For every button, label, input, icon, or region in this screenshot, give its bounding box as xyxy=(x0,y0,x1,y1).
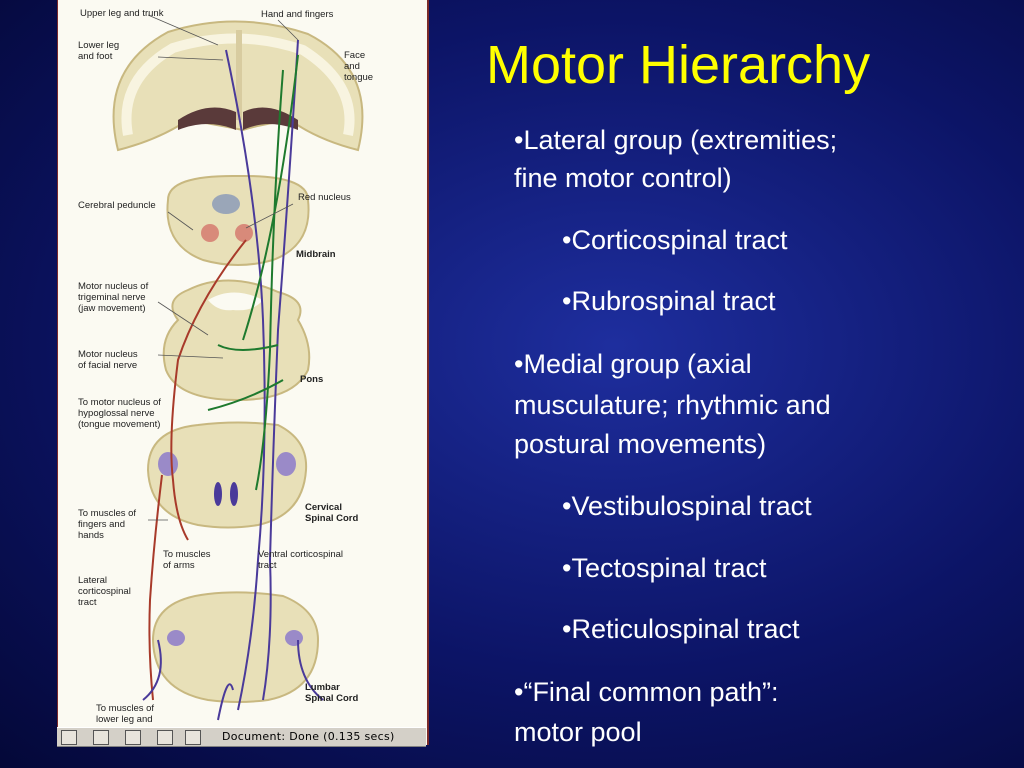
motor-pathway-drawing xyxy=(112,14,364,721)
label-lower-leg-muscles: To muscles of lower leg and xyxy=(96,703,155,725)
bullet-line: •Vestibulospinal tract xyxy=(562,491,812,521)
label-trigeminal: Motor nucleus of trigeminal nerve (jaw m… xyxy=(78,281,149,314)
composer-icon[interactable] xyxy=(125,730,141,745)
tract-lines xyxy=(142,39,324,721)
motor-pathway-figure: Upper leg and trunk Hand and fingers Low… xyxy=(57,0,429,745)
cerebrum-section xyxy=(112,20,364,152)
label-facial: Motor nucleus of facial nerve xyxy=(78,349,138,371)
status-text: Document: Done (0.135 secs) xyxy=(222,730,395,743)
lumbar-cord-section xyxy=(151,591,320,703)
label-midbrain: Midbrain xyxy=(296,249,336,260)
label-fingers-hands: To muscles of fingers and hands xyxy=(78,508,137,541)
computer-icon[interactable] xyxy=(93,730,109,745)
slide-title: Motor Hierarchy xyxy=(486,35,871,95)
label-pons: Pons xyxy=(300,374,324,385)
label-hypoglossal: To motor nucleus of hypoglossal nerve (t… xyxy=(78,397,161,430)
bullet-line: •Rubrospinal tract xyxy=(562,286,776,316)
bullet-line: •Reticulospinal tract xyxy=(562,614,800,644)
bullet-line: musculature; rhythmic and xyxy=(514,390,831,420)
bullet-line: •Tectospinal tract xyxy=(562,553,767,583)
bullet-line: fine motor control) xyxy=(514,163,732,193)
label-upper-leg: Upper leg and trunk xyxy=(80,8,164,19)
label-arms: To muscles of arms xyxy=(163,549,211,571)
address-book-icon[interactable] xyxy=(157,730,173,745)
label-lumbar: Lumbar Spinal Cord xyxy=(305,682,359,704)
label-ventral-cst: Ventral corticospinal tract xyxy=(258,549,344,571)
leader-lines xyxy=(147,14,299,521)
network-icon[interactable] xyxy=(61,730,77,745)
bullet-line: •Corticospinal tract xyxy=(562,225,788,255)
label-hand-fingers: Hand and fingers xyxy=(261,9,334,20)
label-cerebral-peduncle: Cerebral peduncle xyxy=(78,200,156,211)
bullet-line: motor pool xyxy=(514,717,642,747)
label-red-nucleus: Red nucleus xyxy=(298,192,351,203)
bullet-line: •“Final common path”: xyxy=(514,677,779,707)
label-cervical: Cervical Spinal Cord xyxy=(305,502,359,524)
label-lateral-cst: Lateral corticospinal tract xyxy=(78,575,131,608)
bullet-line: •Medial group (axial xyxy=(514,349,752,379)
browser-status-bar: Document: Done (0.135 secs) xyxy=(57,727,426,747)
label-face-tongue: Face and tongue xyxy=(344,50,374,83)
bullet-line: •Lateral group (extremities; xyxy=(514,125,838,155)
label-lower-leg: Lower leg and foot xyxy=(78,40,120,62)
editor-icon[interactable] xyxy=(185,730,201,745)
bullet-line: postural movements) xyxy=(514,429,767,459)
